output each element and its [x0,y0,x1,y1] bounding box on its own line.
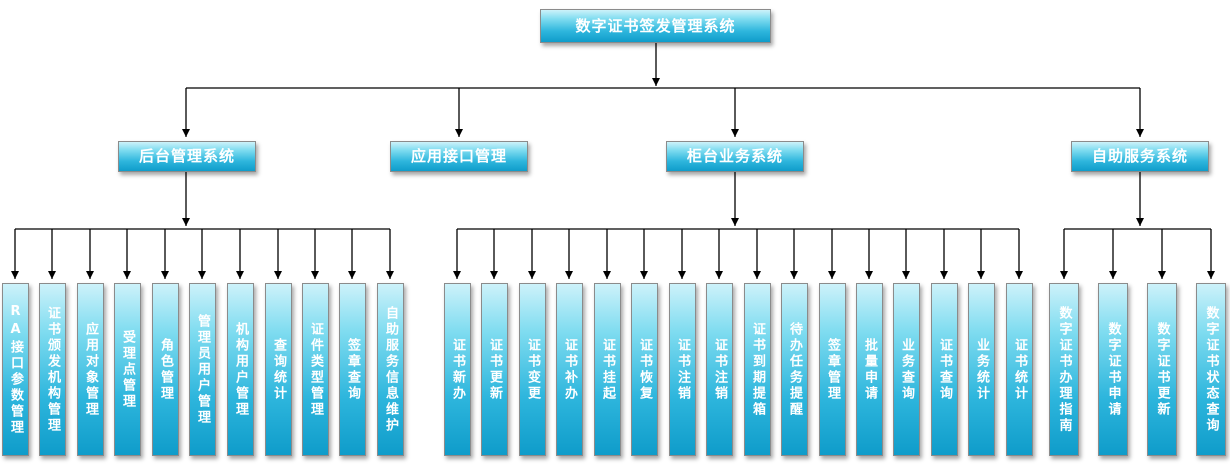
leaf-node: 批量申请 [856,283,883,456]
leaf-node: 查询统计 [265,283,292,456]
leaf-node: 数字证书办理指南 [1049,283,1079,456]
leaf-node: 业务统计 [968,283,995,456]
leaf-node: RA接口参数管理 [2,283,29,456]
leaf-node: 待办任务提醒 [781,283,808,456]
leaf-node: 证书颁发机构管理 [39,283,66,456]
leaf-node: 业务查询 [893,283,920,456]
leaf-node: 证书注销 [669,283,696,456]
leaf-node: 机构用户管理 [227,283,254,456]
leaf-node: 数字证书更新 [1147,283,1177,456]
leaf-node: 签章管理 [819,283,846,456]
root-node: 数字证书签发管理系统 [540,9,771,43]
leaf-node: 证书到期提箱 [744,283,771,456]
leaf-node: 数字证书状态查询 [1196,283,1226,456]
leaf-node: 证书更新 [481,283,508,456]
subsystem-application-interface: 应用接口管理 [390,141,528,172]
subsystem-backend-management: 后台管理系统 [118,141,256,172]
leaf-node: 受理点管理 [114,283,141,456]
leaf-node: 签章查询 [339,283,366,456]
leaf-node: 数字证书申请 [1098,283,1128,456]
leaf-node: 证书恢复 [631,283,658,456]
subsystem-counter-business: 柜台业务系统 [666,141,804,172]
leaf-node: 证书变更 [519,283,546,456]
leaf-node: 证书查询 [931,283,958,456]
leaf-node: 角色管理 [152,283,179,456]
leaf-node: 管理员用户管理 [189,283,216,456]
leaf-node: 证书挂起 [594,283,621,456]
leaf-node: 自助服务信息维护 [377,283,404,456]
leaf-node: 证书注销 [706,283,733,456]
leaf-node: 证件类型管理 [302,283,329,456]
subsystem-self-service: 自助服务系统 [1071,141,1209,172]
leaf-node: 证书补办 [556,283,583,456]
leaf-node: 应用对象管理 [77,283,104,456]
leaf-node: 证书新办 [444,283,471,456]
leaf-node: 证书统计 [1006,283,1033,456]
